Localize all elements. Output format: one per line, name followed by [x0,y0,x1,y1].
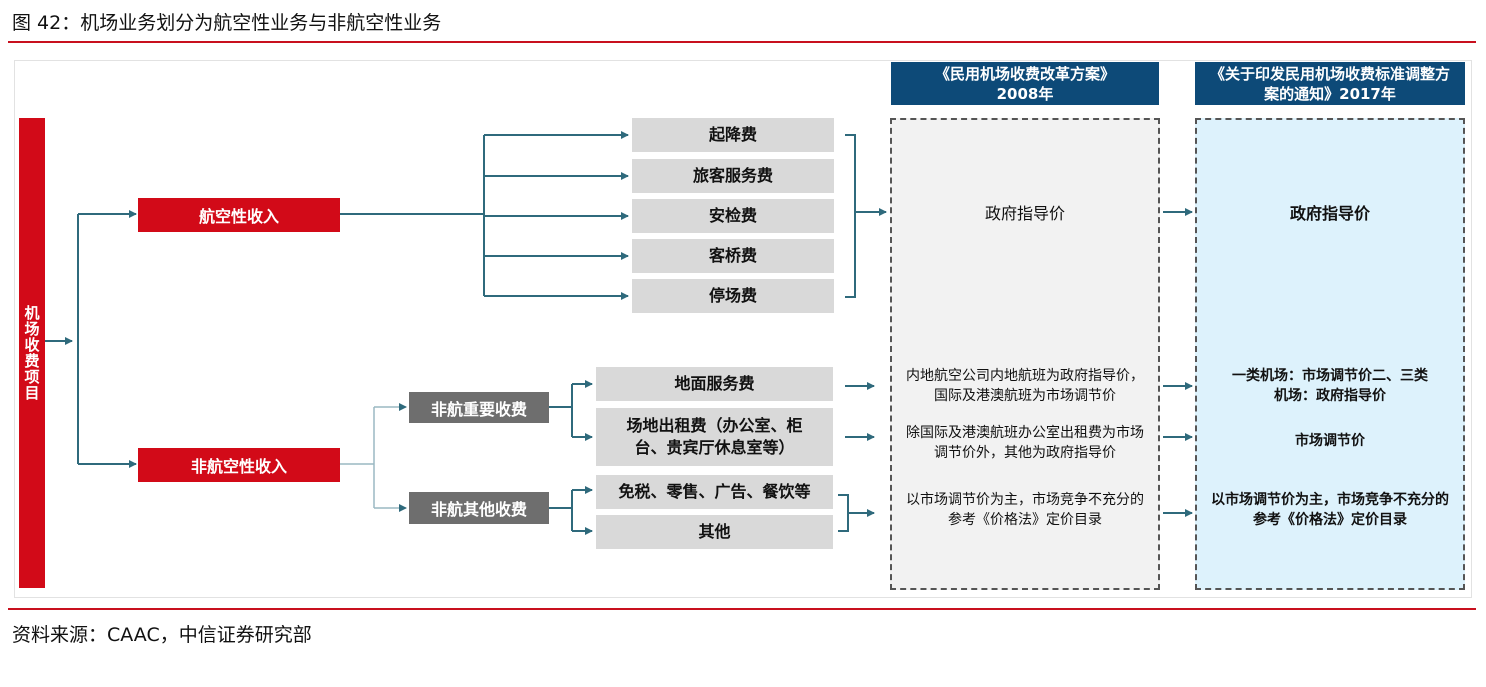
column-header-2008: 《民用机场收费改革方案》2008年 [891,62,1159,105]
duty-free-retail-item: 免税、零售、广告、餐饮等 [596,475,833,509]
pricing-box-2008 [890,118,1160,590]
aero-bracket [845,134,856,298]
col1-other-pricing: 以市场调节价为主，市场竞争不充分的参考《价格法》定价目录 [906,492,1144,528]
other-bracket [838,494,849,532]
aero-item-5: 停场费 [632,279,834,313]
col1-rent-pricing: 除国际及港澳航班办公室出租费为市场调节价外，其他为政府指导价 [906,425,1144,461]
aero-item-2: 旅客服务费 [632,159,834,193]
aero-item-3: 安检费 [632,199,834,233]
col1-ground-pricing: 内地航空公司内地航班为政府指导价，国际及港澳航班为市场调节价 [906,368,1144,404]
nonaero-revenue-node: 非航空性收入 [138,448,340,482]
column-header-2017: 《关于印发民用机场收费标准调整方案的通知》2017年 [1195,62,1465,105]
rental-fee: 场地出租费（办公室、柜台、贵宾厅休息室等） [596,408,833,466]
col2-rent-pricing: 市场调节价 [1295,433,1365,449]
aero-revenue-node: 航空性收入 [138,198,340,232]
col1-aero-pricing: 政府指导价 [984,204,1065,223]
bottom-rule [8,608,1476,610]
pricing-box-2017 [1195,118,1465,590]
col2-other-pricing: 以市场调节价为主，市场竞争不充分的参考《价格法》定价目录 [1211,492,1449,528]
top-rule [8,41,1476,43]
nonaero-important-node: 非航重要收费 [409,392,549,423]
other-item: 其他 [596,515,833,549]
root-node: 机场收费项目 [19,118,45,588]
col2-ground-pricing: 一类机场：市场调节价二、三类机场：政府指导价 [1232,368,1428,404]
figure-title: 图 42：机场业务划分为航空性业务与非航空性业务 [12,12,442,34]
aero-item-4: 客桥费 [632,239,834,273]
ground-service-fee: 地面服务费 [596,367,833,401]
col2-aero-pricing: 政府指导价 [1289,204,1370,223]
nonaero-other-node: 非航其他收费 [409,492,549,524]
aero-item-1: 起降费 [632,118,834,152]
source-note: 资料来源：CAAC，中信证券研究部 [12,624,312,646]
